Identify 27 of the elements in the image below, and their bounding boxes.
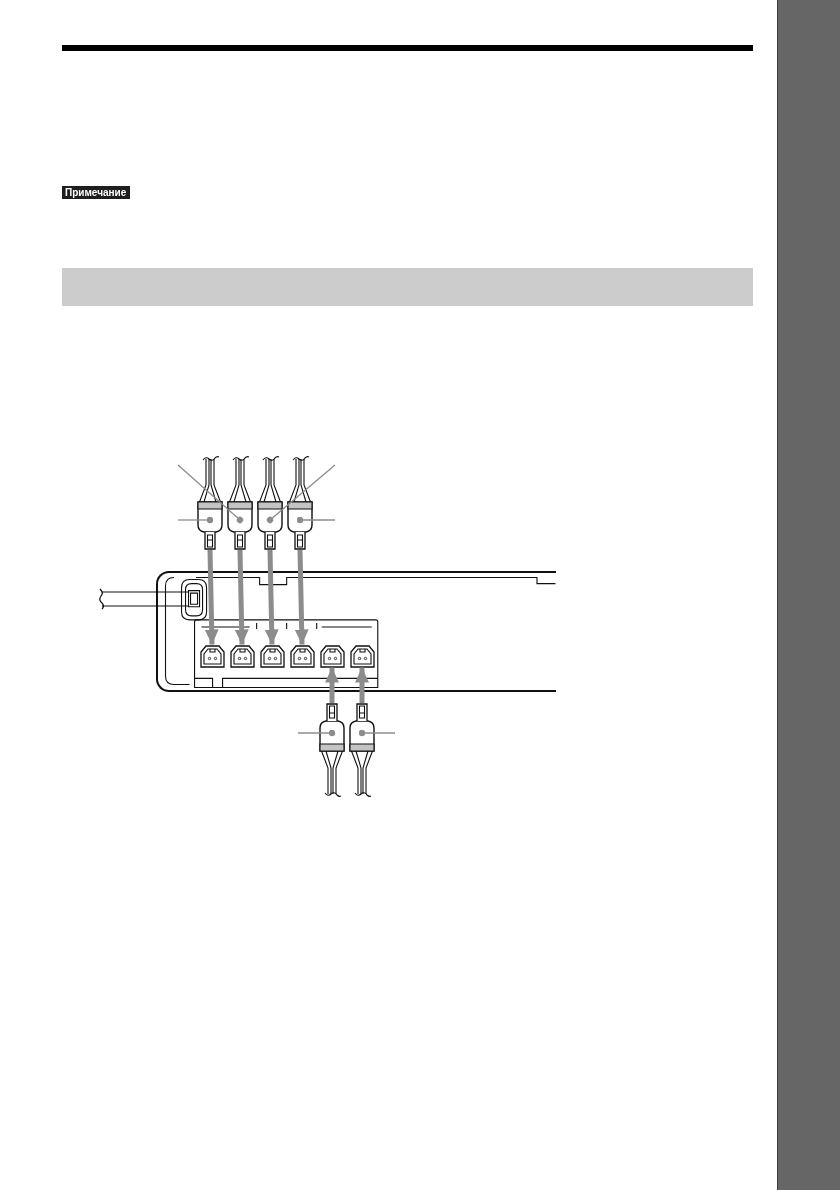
cable-plug bbox=[347, 703, 377, 798]
arrow bbox=[294, 549, 309, 645]
arrow bbox=[204, 549, 219, 645]
connector-jack bbox=[259, 644, 285, 668]
cable-plug bbox=[255, 455, 285, 550]
arrow bbox=[355, 667, 369, 703]
cable-plug bbox=[225, 455, 255, 550]
connector-jack bbox=[229, 644, 255, 668]
leader-line bbox=[177, 516, 214, 524]
arrow bbox=[325, 667, 339, 703]
leader-line bbox=[177, 464, 244, 524]
cable-plug bbox=[285, 455, 315, 550]
leader-line bbox=[266, 464, 336, 524]
cable-plug bbox=[195, 455, 225, 550]
arrow bbox=[234, 549, 249, 645]
note-tag: Примечание bbox=[62, 186, 131, 199]
connector-jack bbox=[349, 644, 375, 668]
cable-plug bbox=[317, 703, 347, 798]
arrow bbox=[264, 549, 279, 645]
connector-jack bbox=[319, 644, 345, 668]
section-band bbox=[62, 268, 753, 306]
connector-jack bbox=[289, 644, 315, 668]
leader-line bbox=[358, 729, 396, 737]
connector-jack bbox=[199, 644, 225, 668]
leader-line bbox=[296, 516, 336, 524]
side-tab bbox=[777, 0, 840, 1190]
leader-line bbox=[297, 729, 336, 737]
